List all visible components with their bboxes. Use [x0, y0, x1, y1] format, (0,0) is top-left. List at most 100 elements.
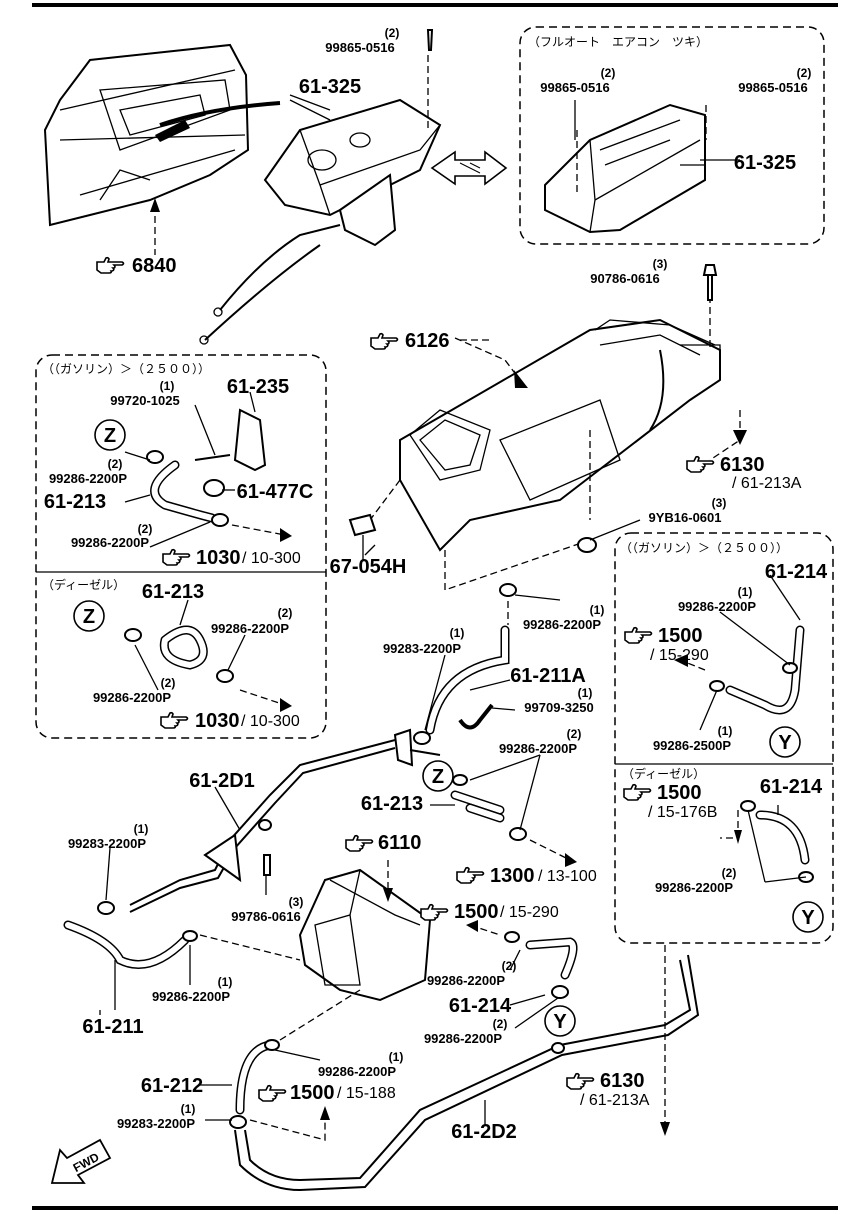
svg-text:61-325: 61-325	[734, 152, 796, 174]
callout-y-3: Y	[544, 1005, 576, 1037]
right-options-box	[614, 532, 834, 944]
svg-text:(1): (1)	[389, 1050, 404, 1064]
svg-text:(1): (1)	[218, 975, 233, 989]
svg-text:99286-2200P: 99286-2200P	[424, 1031, 502, 1046]
svg-text:61-213: 61-213	[361, 793, 423, 815]
hose-61-213-diesel-illustration	[124, 625, 234, 683]
svg-text:1500: 1500	[658, 625, 703, 647]
svg-text:99709-3250: 99709-3250	[524, 700, 593, 715]
pointing-hand-icon	[566, 1072, 595, 1090]
ref-1500-a: 1500 / 15-290	[624, 625, 709, 664]
pointing-hand-icon	[370, 332, 399, 350]
svg-text:(2): (2)	[502, 959, 517, 973]
bolt-90786-icon	[702, 264, 718, 301]
hose-61-214-center-illustration	[504, 931, 578, 999]
double-arrow-icon	[430, 150, 508, 186]
full-auto-unit-illustration	[544, 103, 706, 234]
hose-61-214-diesel-illustration	[740, 800, 814, 883]
svg-text:6110: 6110	[378, 832, 421, 854]
svg-text:/ 10-300: / 10-300	[241, 713, 300, 730]
svg-text:/ 61-213A: / 61-213A	[580, 1092, 650, 1109]
svg-text:(1): (1)	[590, 603, 605, 617]
svg-text:/ 15-290: / 15-290	[650, 647, 709, 664]
svg-text:1500: 1500	[290, 1082, 335, 1104]
callout-z-1: Z	[94, 419, 126, 451]
svg-text:99286-2200P: 99286-2200P	[49, 471, 127, 486]
svg-text:61-214: 61-214	[449, 995, 512, 1017]
callout-z-3: Z	[422, 760, 454, 792]
svg-text:99286-2500P: 99286-2500P	[653, 738, 731, 753]
svg-text:(2): (2)	[161, 676, 176, 690]
svg-text:99283-2200P: 99283-2200P	[117, 1116, 195, 1131]
fwd-arrow-icon: FWD	[50, 1138, 112, 1184]
svg-text:99286-2200P: 99286-2200P	[152, 989, 230, 1004]
svg-text:1500: 1500	[454, 901, 499, 923]
svg-text:61-212: 61-212	[141, 1075, 203, 1097]
svg-text:/ 61-213A: / 61-213A	[732, 475, 802, 492]
svg-text:99286-2200P: 99286-2200P	[678, 599, 756, 614]
svg-text:61-214: 61-214	[765, 561, 828, 583]
ref-1030-b: 1030 / 10-300	[160, 710, 300, 732]
hose-61-211-illustration	[63, 920, 198, 969]
svg-text:61-2D1: 61-2D1	[189, 770, 255, 792]
screw-icon	[426, 29, 434, 51]
header-gasoline-right: （（ガソリン）＞（２５００））	[620, 541, 788, 555]
svg-text:(1): (1)	[738, 585, 753, 599]
pipe-61-2d1-illustration	[129, 728, 441, 913]
svg-text:Z: Z	[104, 425, 116, 447]
callout-y-1: Y	[769, 726, 801, 758]
svg-text:(1): (1)	[578, 686, 593, 700]
hose-61-213-center-illustration	[450, 774, 527, 841]
hose-61-212-illustration	[229, 1039, 280, 1129]
callout-y-2: Y	[792, 901, 824, 933]
header-full-auto: （フルオート エアコン ツキ）	[528, 35, 708, 49]
svg-text:(2): (2)	[493, 1017, 508, 1031]
svg-text:99286-2200P: 99286-2200P	[655, 880, 733, 895]
svg-text:(1): (1)	[718, 724, 733, 738]
pointing-hand-icon	[456, 866, 485, 884]
svg-text:99286-2200P: 99286-2200P	[523, 617, 601, 632]
leader-lines	[99, 99, 807, 1125]
svg-text:99286-2200P: 99286-2200P	[499, 741, 577, 756]
svg-text:6840: 6840	[132, 255, 177, 277]
svg-text:99865-0516: 99865-0516	[540, 80, 609, 95]
clip-67-054h-icon	[348, 513, 377, 537]
pointing-hand-icon	[420, 903, 449, 921]
svg-text:(2): (2)	[722, 866, 737, 880]
svg-text:(2): (2)	[138, 522, 153, 536]
svg-text:61-214: 61-214	[760, 776, 823, 798]
svg-text:(1): (1)	[450, 626, 465, 640]
svg-text:(3): (3)	[653, 257, 668, 271]
ref-6130-a: 6130 / 61-213A	[686, 454, 802, 492]
svg-text:1500: 1500	[657, 782, 702, 804]
pointing-hand-icon	[160, 711, 189, 729]
hose-61-214-gasoline-illustration	[709, 625, 805, 715]
svg-text:/ 13-100: / 13-100	[538, 868, 597, 885]
header-diesel-left: （ディーゼル）	[42, 577, 125, 592]
heater-core-6110-illustration	[298, 868, 432, 1002]
svg-text:99865-0516: 99865-0516	[738, 80, 807, 95]
svg-text:(1): (1)	[134, 822, 149, 836]
svg-text:(1): (1)	[181, 1102, 196, 1116]
svg-text:61-211: 61-211	[82, 1016, 143, 1038]
svg-text:61-477C: 61-477C	[237, 481, 314, 503]
nut-9yb16-icon	[577, 537, 597, 553]
svg-text:(2): (2)	[567, 727, 582, 741]
pipe-61-2d2-illustration	[234, 954, 700, 1192]
svg-text:1030: 1030	[195, 710, 240, 732]
header-diesel-right: （ディーゼル）	[622, 766, 705, 781]
ref-6110: 6110	[345, 832, 421, 854]
svg-text:99286-2200P: 99286-2200P	[427, 973, 505, 988]
svg-text:61-2D2: 61-2D2	[451, 1121, 517, 1143]
svg-text:(2): (2)	[385, 26, 400, 40]
svg-text:99286-2200P: 99286-2200P	[318, 1064, 396, 1079]
pointing-hand-icon	[686, 455, 715, 473]
svg-text:/ 10-300: / 10-300	[242, 550, 301, 567]
svg-text:6130: 6130	[720, 454, 765, 476]
svg-text:99865-0516: 99865-0516	[325, 40, 394, 55]
ref-6840: 6840	[96, 255, 177, 277]
pointing-hand-icon	[96, 256, 125, 274]
dashboard-panel-illustration	[43, 43, 250, 227]
svg-text:/ 15-188: / 15-188	[337, 1085, 396, 1102]
svg-text:99786-0616: 99786-0616	[231, 909, 300, 924]
